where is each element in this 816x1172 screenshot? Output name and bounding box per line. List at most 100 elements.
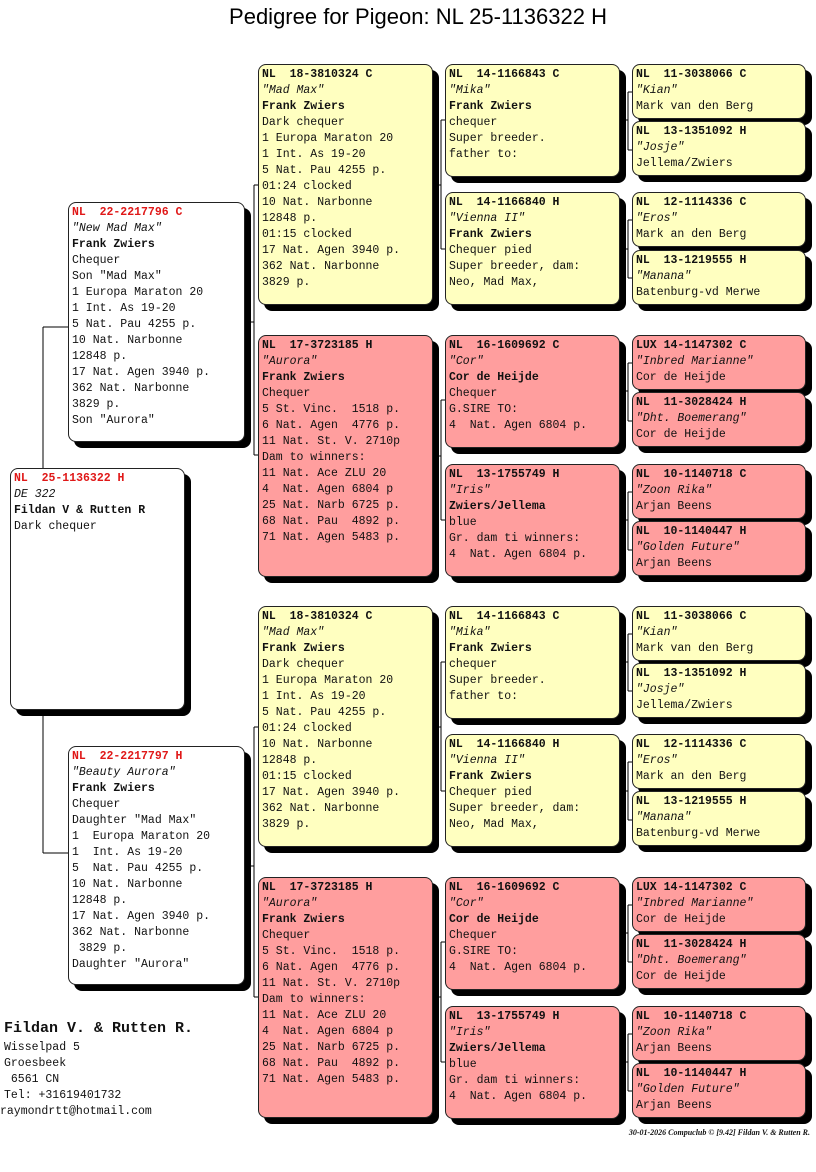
ring-number: NL 25-1136322 H (14, 472, 125, 485)
pigeon-name: "Zoon Rika" (636, 1026, 712, 1039)
info-line: father to: (449, 690, 519, 703)
info-line: 11 Nat. St. V. 2710p (262, 435, 401, 448)
info-line: 17 Nat. Agen 3940 p. (262, 244, 401, 257)
info-line: 17 Nat. Agen 3940 p. (72, 366, 211, 379)
ring-number: NL 11-3038066 C (636, 68, 747, 81)
pigeon-card-dam[interactable]: NL 22-2217797 H"Beauty Aurora"Frank Zwie… (68, 746, 245, 985)
info-line: 68 Nat. Pau 4892 p. (262, 1057, 401, 1070)
ring-number: NL 13-1351092 H (636, 125, 747, 138)
info-line: Super breeder, dam: (449, 260, 581, 273)
info-line: 17 Nat. Agen 3940 p. (262, 786, 401, 799)
info-line: 68 Nat. Pau 4892 p. (262, 515, 401, 528)
breeder: Mark van den Berg (636, 100, 754, 113)
info-line: 6 Nat. Agen 4776 p. (262, 961, 401, 974)
pigeon-name: "Iris" (449, 1026, 491, 1039)
info-line: 5 Nat. Pau 4255 p. (72, 318, 197, 331)
pigeon-card-g5-13[interactable]: LUX 14-1147302 C"Inbred Marianne"Cor de … (632, 877, 806, 932)
info-line: 12848 p. (262, 212, 318, 225)
pigeon-name: "Dht. Boemerang" (636, 954, 747, 967)
info-line: 10 Nat. Narbonne (72, 334, 183, 347)
info-line: 5 St. Vinc. 1518 p. (262, 403, 401, 416)
breeder: Cor de Heijde (636, 913, 726, 926)
owner-phone: Tel: +31619401732 (4, 1089, 122, 1102)
pigeon-name: "Zoon Rika" (636, 484, 712, 497)
info-line: 25 Nat. Narb 6725 p. (262, 499, 401, 512)
info-line: 362 Nat. Narbonne (72, 382, 190, 395)
info-line: Chequer (72, 254, 121, 267)
ring-number: NL 14-1166843 C (449, 610, 560, 623)
pigeon-card-g5-3[interactable]: NL 12-1114336 C"Eros"Mark an den Berg (632, 192, 806, 247)
pigeon-card-g5-6[interactable]: NL 11-3028424 H"Dht. Boemerang"Cor de He… (632, 392, 806, 447)
pigeon-card-g5-5[interactable]: LUX 14-1147302 C"Inbred Marianne"Cor de … (632, 335, 806, 390)
pigeon-card-g5-12[interactable]: NL 13-1219555 H"Manana"Batenburg-vd Merw… (632, 791, 806, 846)
info-line: 1 Int. As 19-20 (262, 148, 366, 161)
info-line: blue (449, 1058, 477, 1071)
info-line: 1 Europa Maraton 20 (72, 286, 204, 299)
info-line: Super breeder. (449, 674, 546, 687)
pigeon-card-g5-10[interactable]: NL 13-1351092 H"Josje"Jellema/Zwiers (632, 663, 806, 718)
info-line: 5 Nat. Pau 4255 p. (262, 164, 387, 177)
info-line: 01:24 clocked (262, 180, 352, 193)
pigeon-name: "Mika" (449, 84, 491, 97)
pigeon-card-g5-15[interactable]: NL 10-1140718 C"Zoon Rika"Arjan Beens (632, 1006, 806, 1061)
pigeon-name: "Dht. Boemerang" (636, 412, 747, 425)
info-line: 5 Nat. Pau 4255 p. (72, 862, 204, 875)
pigeon-card-g5-8[interactable]: NL 10-1140447 H"Golden Future"Arjan Been… (632, 521, 806, 576)
pigeon-card-g5-4[interactable]: NL 13-1219555 H"Manana"Batenburg-vd Merw… (632, 250, 806, 305)
breeder: Fildan V & Rutten R (14, 504, 146, 517)
ring-number: NL 16-1609692 C (449, 339, 560, 352)
breeder: Batenburg-vd Merwe (636, 286, 761, 299)
pigeon-name: "Cor" (449, 355, 484, 368)
pigeon-card-g5-7[interactable]: NL 10-1140718 C"Zoon Rika"Arjan Beens (632, 464, 806, 519)
pigeon-card-g5-1[interactable]: NL 11-3038066 C "Kian" Mark van den Berg (632, 64, 806, 119)
breeder: Mark an den Berg (636, 228, 747, 241)
breeder: Frank Zwiers (262, 913, 345, 926)
ring-number: NL 13-1755749 H (449, 468, 560, 481)
info-line: 3829 p. (72, 398, 121, 411)
info-line: 1 Int. As 19-20 (72, 302, 176, 315)
pigeon-name: "Kian" (636, 84, 678, 97)
pigeon-card-g5-9[interactable]: NL 11-3038066 C"Kian"Mark van den Berg (632, 606, 806, 661)
breeder: Arjan Beens (636, 557, 712, 570)
pigeon-name: "Vienna II" (449, 212, 525, 225)
pigeon-name: "Vienna II" (449, 754, 525, 767)
info-line: 4 Nat. Agen 6804 p. (449, 961, 588, 974)
info-line: 362 Nat. Narbonne (262, 260, 380, 273)
pigeon-name: "Golden Future" (636, 1083, 740, 1096)
owner-email: raymondrtt@hotmail.com (0, 1105, 152, 1118)
info-line: 71 Nat. Agen 5483 p. (262, 1073, 401, 1086)
ring-number: NL 11-3038066 C (636, 610, 747, 623)
pigeon-card-g5-14[interactable]: NL 11-3028424 H"Dht. Boemerang"Cor de He… (632, 934, 806, 989)
pigeon-name: "Josje" (636, 141, 685, 154)
pigeon-name: DE 322 (14, 488, 56, 501)
pigeon-card-g5-2[interactable]: NL 13-1351092 H"Josje"Jellema/Zwiers (632, 121, 806, 176)
pigeon-card-g5-16[interactable]: NL 10-1140447 H"Golden Future"Arjan Been… (632, 1063, 806, 1118)
info-line: Dam to winners: (262, 451, 366, 464)
pigeon-name: "Manana" (636, 270, 692, 283)
breeder: Frank Zwiers (72, 782, 155, 795)
info-line: father to: (449, 148, 519, 161)
info-line: Dark chequer (14, 520, 97, 533)
info-line: 10 Nat. Narbonne (72, 878, 183, 891)
info-line: chequer (449, 116, 498, 129)
info-line: 11 Nat. Ace ZLU 20 (262, 1009, 387, 1022)
info-line: 3829 p. (262, 818, 311, 831)
pigeon-card-sire[interactable]: NL 22-2217796 C"New Mad Max"Frank Zwiers… (68, 202, 245, 442)
info-line: 12848 p. (72, 894, 128, 907)
owner-city: Groesbeek (4, 1057, 67, 1070)
info-line: 3829 p. (262, 276, 311, 289)
pigeon-card-g5-11[interactable]: NL 12-1114336 C"Eros"Mark an den Berg (632, 734, 806, 789)
